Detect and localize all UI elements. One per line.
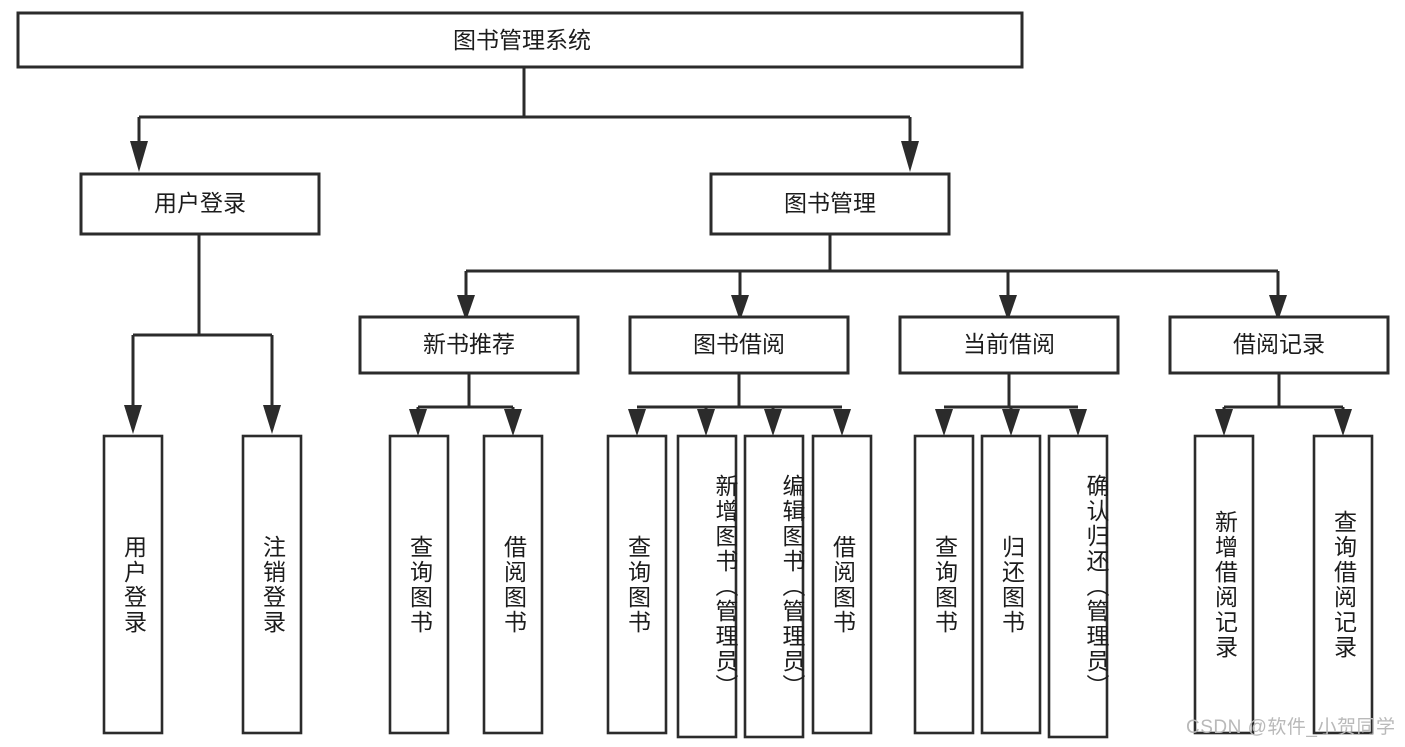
- arrowhead-br-leaf2: [1334, 409, 1352, 436]
- leaf-box-bb-4[interactable]: [811, 434, 873, 735]
- node-user-login-label: 用户登录: [154, 190, 246, 216]
- connectors-new-book-recommend-children: [409, 373, 522, 436]
- node-new-book-recommend-label: 新书推荐: [423, 331, 515, 357]
- arrowhead-user-login: [130, 141, 148, 172]
- node-current-borrow-box[interactable]: [898, 315, 1120, 375]
- connectors-book-manage-children: [457, 234, 1287, 321]
- arrowhead-book-borrow: [731, 295, 749, 321]
- leaf-box-cb-1[interactable]: [913, 434, 975, 735]
- node-root-box[interactable]: [16, 11, 1024, 69]
- arrowhead-cb-leaf2: [1002, 409, 1020, 436]
- watermark-text: CSDN @软件_小贺同学: [1186, 717, 1396, 738]
- node-root-label: 图书管理系统: [453, 27, 591, 53]
- connectors-root-to-level1: [130, 67, 919, 172]
- arrowhead-cb-leaf3: [1069, 409, 1087, 436]
- arrowhead-nbr-leaf1: [409, 409, 427, 436]
- arrowhead-current-borrow: [999, 295, 1017, 321]
- arrowhead-cb-leaf1: [935, 409, 953, 436]
- leaf-box-bb-1[interactable]: [606, 434, 668, 735]
- arrowhead-nbr-leaf2: [504, 409, 522, 436]
- leaf-box-user-login-2[interactable]: [241, 434, 303, 735]
- node-book-borrow-label: 图书借阅: [693, 331, 785, 357]
- node-borrow-record-label: 借阅记录: [1233, 331, 1325, 357]
- arrowhead-ul-leaf1: [124, 405, 142, 434]
- node-new-book-recommend-box[interactable]: [358, 315, 580, 375]
- arrowhead-new-book-recommend: [457, 295, 475, 321]
- leaf-box-nbr-2[interactable]: [482, 434, 544, 735]
- node-user-login[interactable]: 用户登录: [79, 172, 321, 236]
- arrowhead-book-manage: [901, 141, 919, 172]
- arrowhead-borrow-record: [1269, 295, 1287, 321]
- connectors-borrow-record-children: [1215, 373, 1352, 436]
- leaf-box-user-login-1[interactable]: [102, 434, 164, 735]
- node-book-manage-box[interactable]: [709, 172, 951, 236]
- node-book-borrow-box[interactable]: [628, 315, 850, 375]
- arrowhead-bb-leaf2: [697, 409, 715, 436]
- arrowhead-bb-leaf1: [628, 409, 646, 436]
- connectors-current-borrow-children: [935, 373, 1087, 436]
- arrowhead-br-leaf1: [1215, 409, 1233, 436]
- leaf-box-cb-2[interactable]: [980, 434, 1042, 735]
- node-book-manage-label: 图书管理: [784, 190, 876, 216]
- node-current-borrow-label: 当前借阅: [963, 331, 1055, 357]
- node-new-book-recommend[interactable]: 新书推荐: [358, 315, 580, 375]
- arrowhead-bb-leaf3: [764, 409, 782, 436]
- leaf-box-nbr-1[interactable]: [388, 434, 450, 735]
- leaf-box-br-1[interactable]: [1193, 434, 1255, 735]
- arrowhead-bb-leaf4: [833, 409, 851, 436]
- connectors-book-borrow-children: [628, 373, 851, 436]
- leaf-box-br-2[interactable]: [1312, 434, 1374, 735]
- node-borrow-record[interactable]: 借阅记录: [1168, 315, 1390, 375]
- node-book-manage[interactable]: 图书管理: [709, 172, 951, 236]
- node-book-borrow[interactable]: 图书借阅: [628, 315, 850, 375]
- node-current-borrow[interactable]: 当前借阅: [898, 315, 1120, 375]
- leaf-box-cb-3[interactable]: [1047, 434, 1109, 739]
- leaf-box-bb-3[interactable]: [743, 434, 805, 739]
- arrowhead-ul-leaf2: [263, 405, 281, 434]
- node-borrow-record-box[interactable]: [1168, 315, 1390, 375]
- leaf-box-bb-2[interactable]: [676, 434, 738, 739]
- connectors-user-login-children: [124, 234, 281, 434]
- node-user-login-box[interactable]: [79, 172, 321, 236]
- node-root[interactable]: 图书管理系统: [16, 11, 1024, 69]
